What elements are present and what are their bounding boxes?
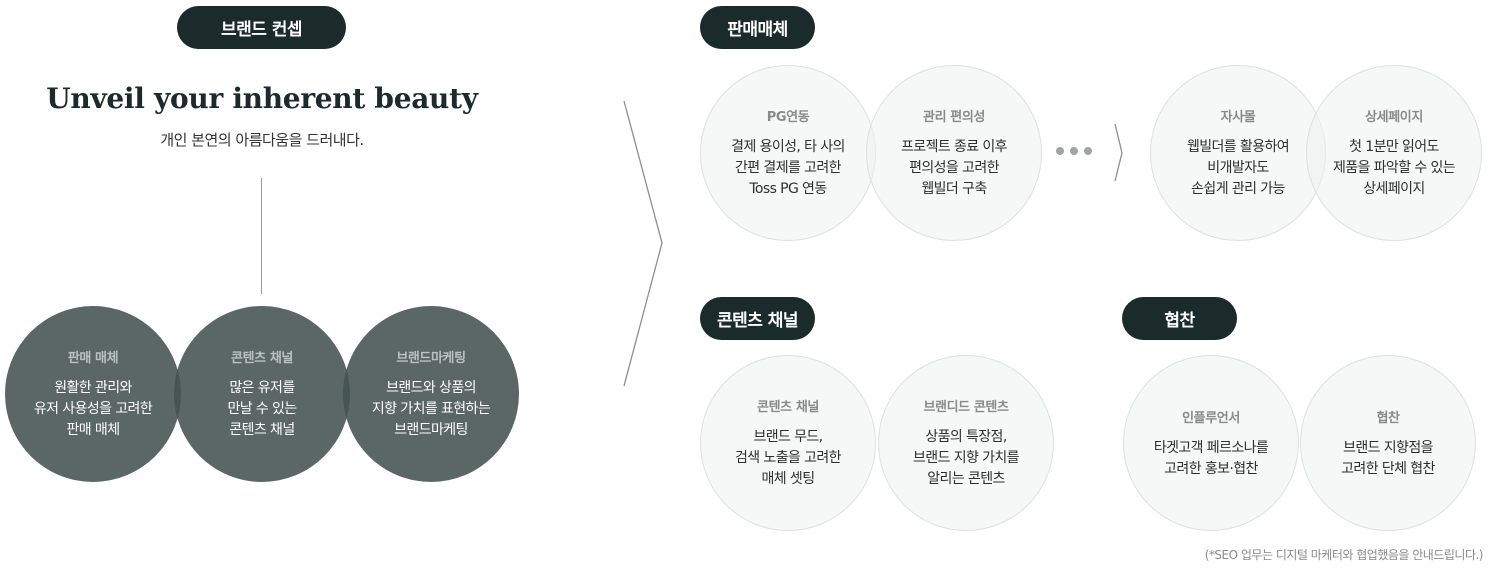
circle-title: 자사몰: [1220, 110, 1256, 125]
circle-title: 콘텐츠 채널: [757, 400, 819, 415]
brand-subhead: 개인 본연의 아름다움을 드러내다.: [160, 131, 364, 149]
brand-concept-pill-label: 브랜드 컨셉: [220, 20, 303, 40]
small-chevron-connector: [1114, 123, 1123, 182]
sales-media-pill: 판매매체: [700, 6, 815, 49]
content-channel-pill-label: 콘텐츠 채널: [716, 311, 799, 331]
circle-title: 콘텐츠 채널: [231, 351, 293, 366]
vertical-divider: [261, 178, 262, 294]
circle-title: 브랜드마케팅: [396, 351, 466, 366]
big-chevron-connector: [623, 100, 663, 387]
seo-footnote: (*SEO 업무는 디지털 마케터와 협업했음을 안내드립니다.): [1204, 548, 1484, 562]
circle-title: 협찬: [1376, 410, 1400, 426]
circle-title: 상세페이지: [1365, 110, 1423, 125]
ellipsis-icon: [1056, 147, 1092, 155]
sales-media-pill-label: 판매매체: [727, 20, 788, 40]
circle-title: 인플루언서: [1182, 410, 1240, 426]
circle-title: 관리 편의성: [923, 110, 985, 125]
brand-concept-pill: 브랜드 컨셉: [177, 6, 346, 49]
circle-title: 브랜디드 콘텐츠: [923, 400, 1009, 415]
circle-title: 판매 매체: [67, 351, 119, 366]
content-channel-pill: 콘텐츠 채널: [700, 297, 815, 340]
brand-headline: Unveil your inherent beauty: [46, 82, 478, 115]
collab-pill: 협찬: [1122, 297, 1237, 340]
circle-title: PG연동: [766, 110, 810, 125]
collab-pill-label: 협찬: [1164, 311, 1195, 331]
